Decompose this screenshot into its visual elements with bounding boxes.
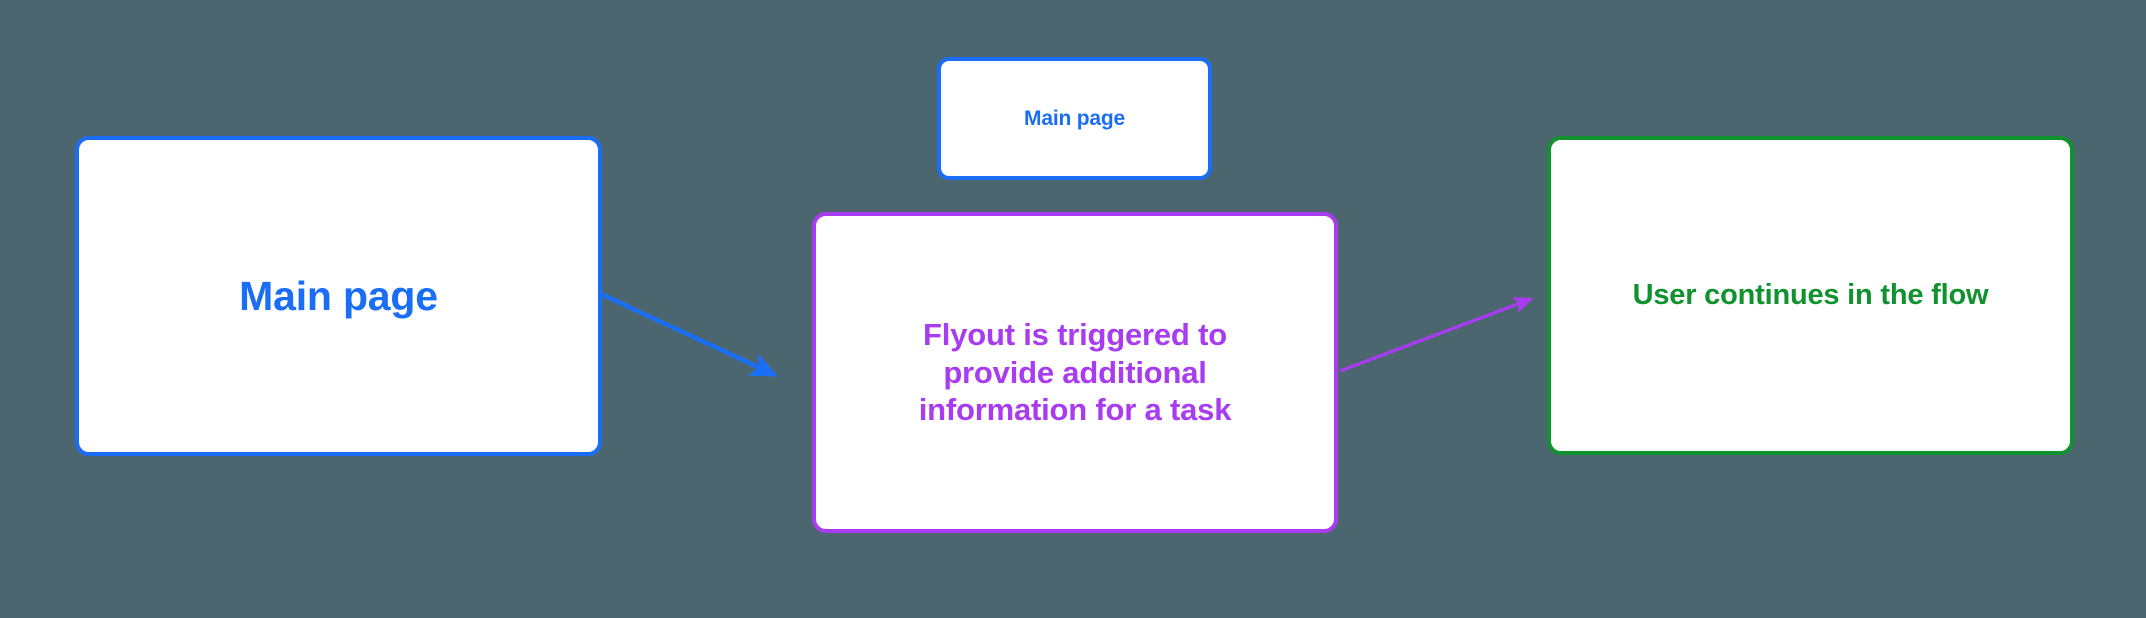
node-main-page[interactable]: Main page [75, 136, 602, 456]
node-outcome-label: User continues in the flow [1632, 278, 1989, 311]
node-flyout[interactable]: Flyout is triggered to provide additiona… [812, 212, 1338, 533]
node-outcome[interactable]: User continues in the flow [1547, 136, 2074, 455]
connector-flyout-to-outcome [1339, 297, 1534, 373]
connector-main-page-to-flyout [600, 291, 779, 378]
node-main-page-small-label: Main page [1024, 106, 1125, 130]
node-flyout-label: Flyout is triggered to provide additiona… [918, 316, 1232, 428]
node-main-page-small[interactable]: Main page [937, 57, 1212, 180]
node-main-page-label: Main page [239, 272, 438, 319]
